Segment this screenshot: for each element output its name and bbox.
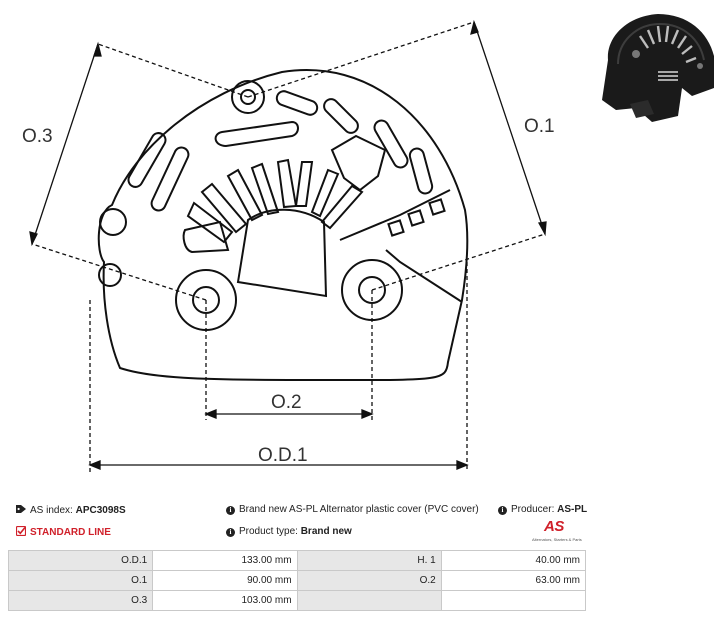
description: i Brand new AS-PL Alternator plastic cove… xyxy=(226,504,479,515)
spec-label: O.2 xyxy=(296,570,442,591)
as-pl-logo: AS Alternators, Starters & Parts xyxy=(532,518,588,546)
spec-value: 90.00 mm xyxy=(152,570,298,591)
cover-outline xyxy=(97,69,469,382)
info-icon: i xyxy=(226,528,235,537)
producer: i Producer: AS-PL xyxy=(498,504,587,515)
dim-label-od1: O.D.1 xyxy=(258,445,308,466)
spec-value: 63.00 mm xyxy=(440,570,587,591)
standard-line-label: STANDARD LINE xyxy=(30,527,111,538)
spec-value: 103.00 mm xyxy=(152,590,298,611)
standard-line: STANDARD LINE xyxy=(16,526,111,538)
table-row: O.3 103.00 mm xyxy=(7,590,587,611)
as-index-value: APC3098S xyxy=(75,505,126,516)
tag-icon xyxy=(16,505,26,513)
spec-value xyxy=(440,590,587,611)
logo-mark: AS xyxy=(544,518,564,535)
info-icon: i xyxy=(226,506,235,515)
dim-label-o1: O.1 xyxy=(524,116,555,137)
product-photo xyxy=(602,14,714,122)
spec-value: 133.00 mm xyxy=(152,550,298,571)
as-index-label: AS index: xyxy=(30,505,73,516)
as-index: AS index: APC3098S xyxy=(16,504,126,516)
spec-label: O.1 xyxy=(7,570,154,591)
table-row: O.1 90.00 mm O.2 63.00 mm xyxy=(7,570,587,591)
description-text: Brand new AS-PL Alternator plastic cover… xyxy=(239,504,479,515)
dim-label-o3: O.3 xyxy=(22,126,53,147)
technical-drawing: O.3 O.1 O.2 O.D.1 xyxy=(22,19,555,472)
top-mount-hole xyxy=(231,80,265,114)
producer-label: Producer: xyxy=(511,504,555,515)
product-type: i Product type: Brand new xyxy=(226,526,352,537)
spec-label: O.3 xyxy=(7,590,154,611)
spec-label: H. 1 xyxy=(296,550,442,571)
product-type-label: Product type: xyxy=(239,526,298,537)
product-type-value: Brand new xyxy=(300,526,352,537)
spec-table: O.D.1 133.00 mm H. 1 40.00 mm O.1 90.00 … xyxy=(7,550,587,611)
table-row: O.D.1 133.00 mm H. 1 40.00 mm xyxy=(7,550,587,571)
producer-value: AS-PL xyxy=(557,504,588,515)
checkbox-icon xyxy=(16,526,26,536)
dim-label-o2: O.2 xyxy=(271,392,302,413)
central-hub xyxy=(236,208,328,298)
spec-value: 40.00 mm xyxy=(440,550,587,571)
spec-label xyxy=(296,590,442,611)
info-icon: i xyxy=(498,506,507,515)
spec-label: O.D.1 xyxy=(7,550,154,571)
logo-tagline: Alternators, Starters & Parts xyxy=(532,537,582,542)
